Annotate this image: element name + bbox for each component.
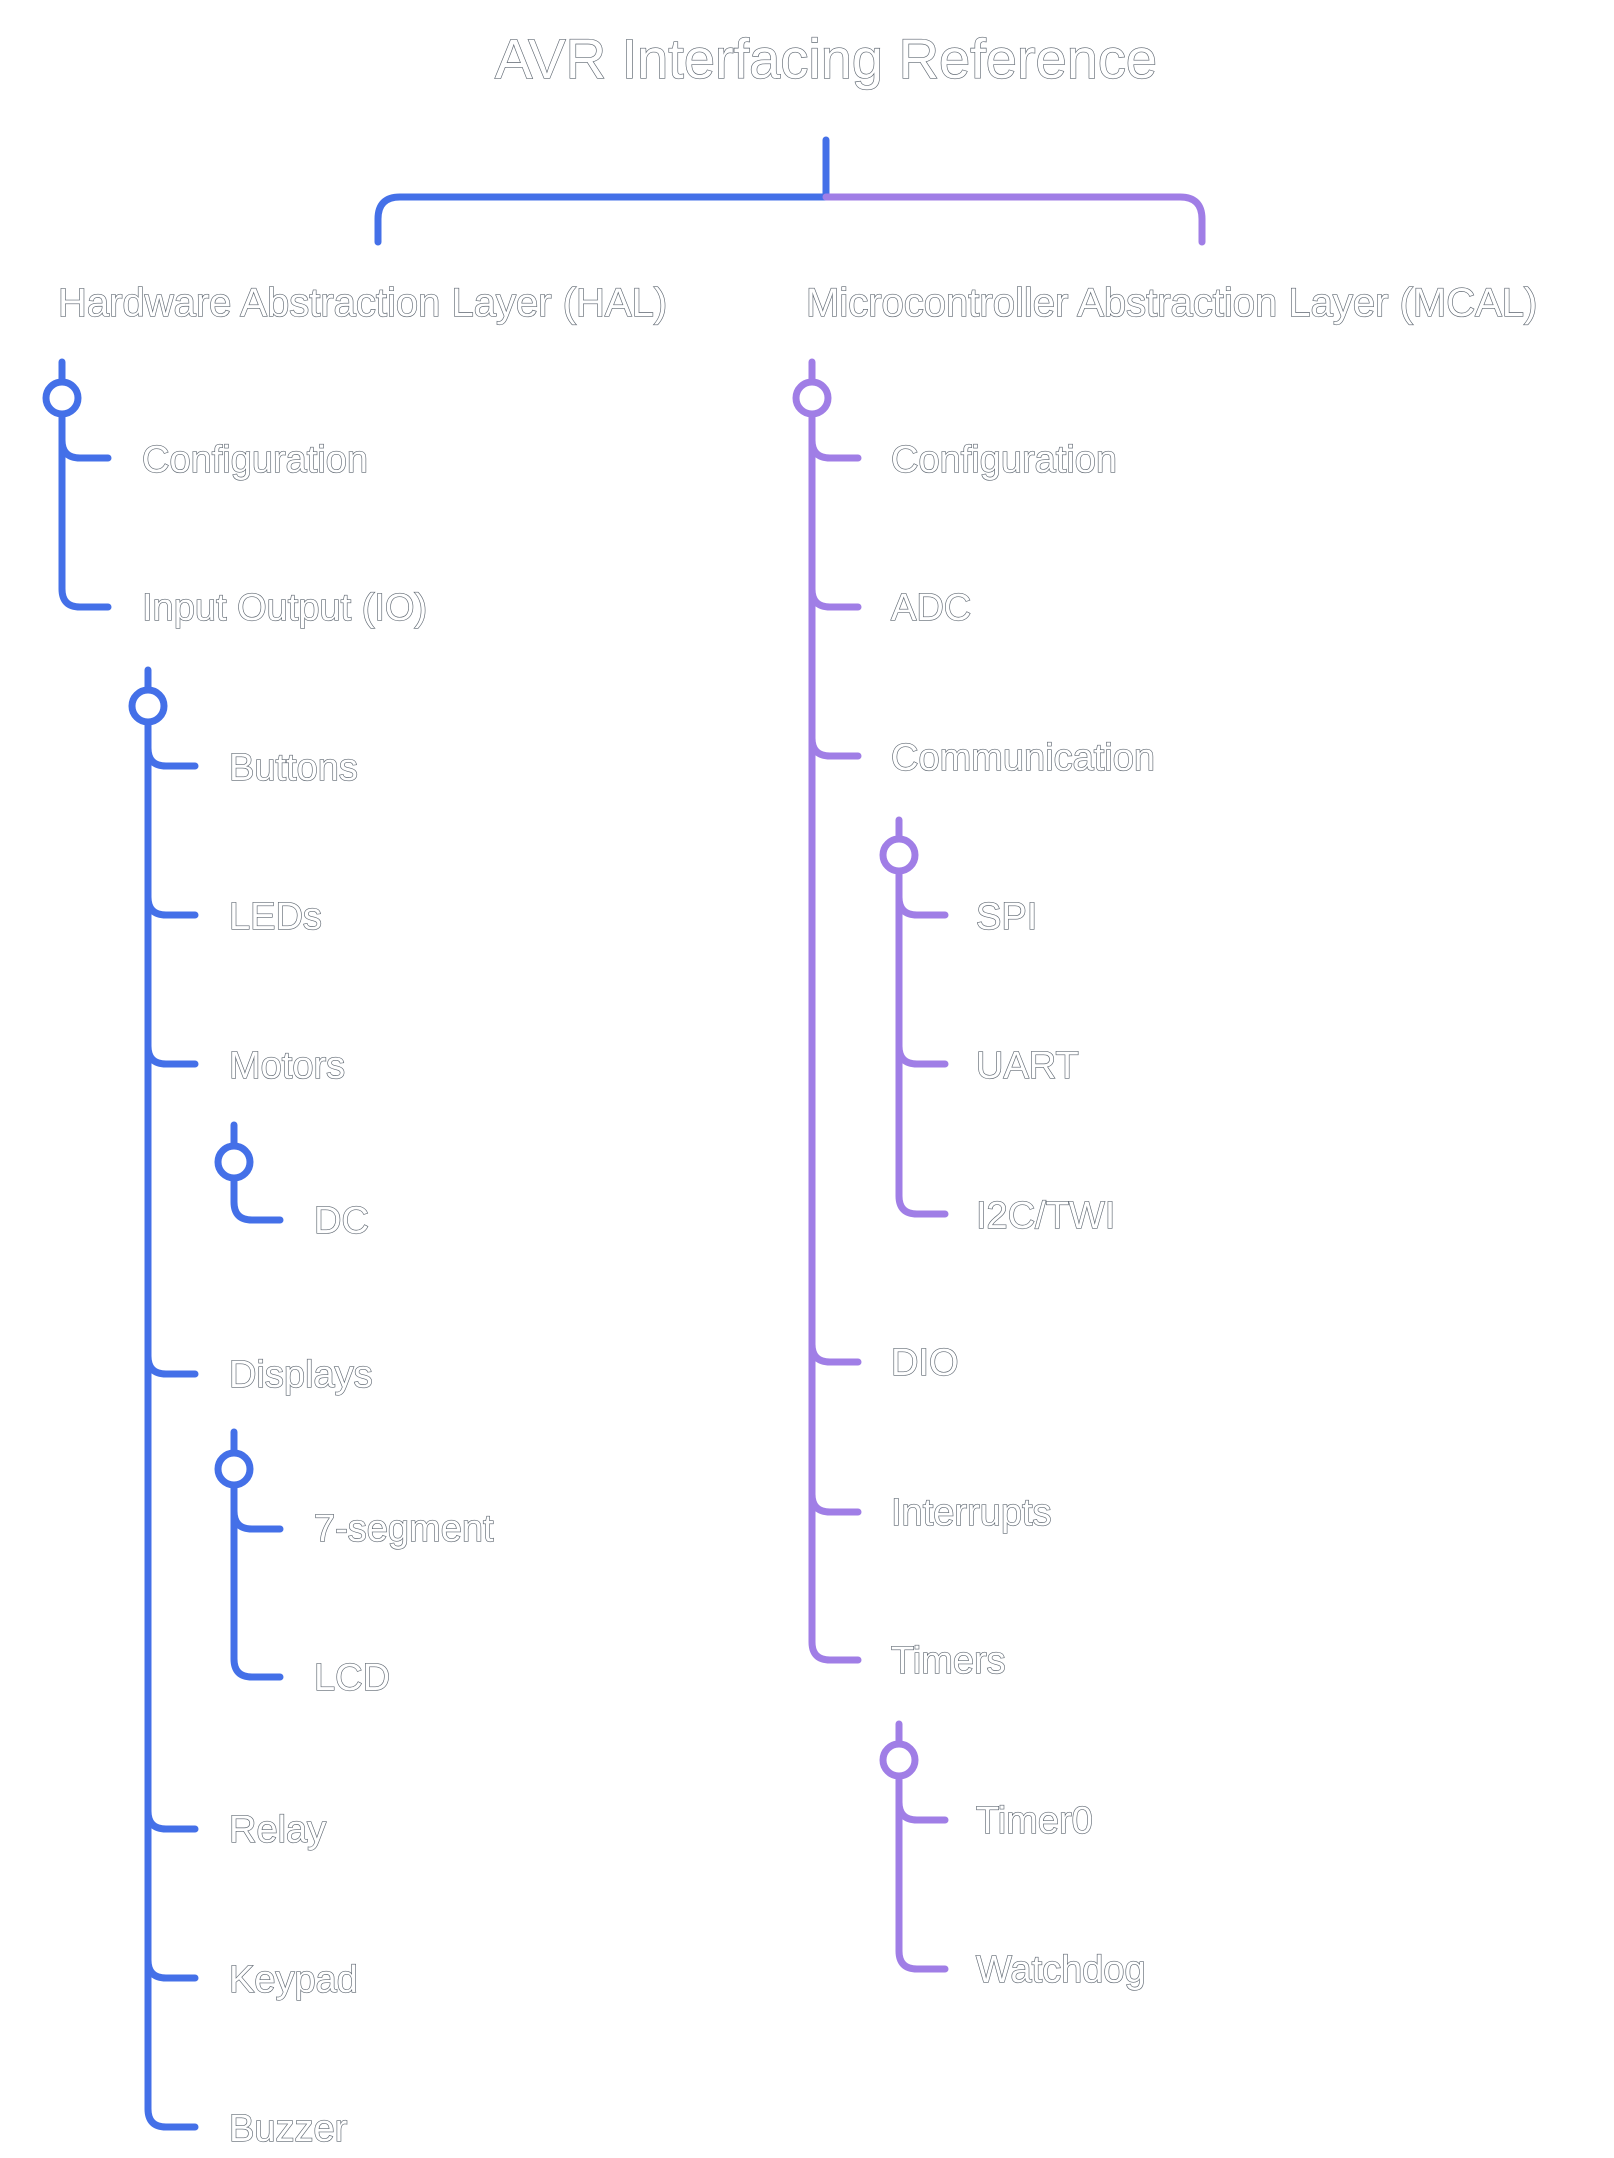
tree-lines xyxy=(42,358,949,2131)
hal-root-branch-connector xyxy=(58,358,112,611)
mcal-item-configuration: Configuration xyxy=(891,439,1117,481)
hal-io-buttons: Buttons xyxy=(229,747,358,789)
hal-io-relay: Relay xyxy=(229,1809,326,1851)
mcal-comm-spi: SPI xyxy=(976,896,1037,938)
mcal-item-timers: Timers xyxy=(891,1640,1006,1682)
hal-io-leds: LEDs xyxy=(229,896,322,938)
hal-motor-dc: DC xyxy=(314,1200,369,1242)
mcal-timer-watchdog: Watchdog xyxy=(976,1949,1146,1991)
hal-displays-branch-connector xyxy=(230,1428,284,1681)
hal-root-branch-node xyxy=(42,378,82,418)
mcal-item-communication: Communication xyxy=(891,737,1155,779)
hal-branch: Configuration Input Output (IO) Buttons … xyxy=(141,438,494,2150)
hal-io-buzzer: Buzzer xyxy=(229,2108,348,2150)
hal-motors-branch-node xyxy=(214,1142,254,1182)
mcal-comm-branch-connector xyxy=(895,816,949,1218)
hal-display-7segment: 7-segment xyxy=(314,1508,494,1550)
mcal-root-branch-node xyxy=(792,378,832,418)
hal-io-branch-connector xyxy=(144,666,199,2131)
mcal-item-dio: DIO xyxy=(891,1342,959,1384)
mcal-item-interrupts: Interrupts xyxy=(891,1492,1052,1534)
mcal-comm-uart: UART xyxy=(976,1045,1079,1087)
mcal-section-title: Microcontroller Abstraction Layer (MCAL) xyxy=(806,281,1537,325)
hal-io-motors: Motors xyxy=(229,1045,345,1087)
mcal-timer-timer0: Timer0 xyxy=(976,1800,1093,1842)
hal-motors-branch-connector xyxy=(230,1121,284,1224)
hal-io-branch-node xyxy=(128,686,168,726)
hal-item-configuration: Configuration xyxy=(142,439,368,481)
mcal-branch: Configuration ADC Communication SPI UART… xyxy=(890,438,1155,1991)
hal-section-title: Hardware Abstraction Layer (HAL) xyxy=(58,281,667,325)
hal-io-displays: Displays xyxy=(229,1354,373,1396)
mcal-item-adc: ADC xyxy=(891,587,971,629)
hal-display-lcd: LCD xyxy=(314,1657,390,1699)
mcal-timers-branch-node xyxy=(879,1740,919,1780)
hal-item-input-output: Input Output (IO) xyxy=(142,587,427,629)
diagram-title: AVR Interfacing Reference xyxy=(495,27,1157,90)
mcal-comm-i2c: I2C/TWI xyxy=(976,1195,1115,1237)
root-connector xyxy=(374,136,1206,246)
mcal-comm-branch-node xyxy=(879,835,919,875)
hal-displays-branch-node xyxy=(214,1449,254,1489)
mcal-root-branch-connector xyxy=(808,358,862,1664)
mcal-timers-branch-connector xyxy=(895,1720,949,1973)
hal-io-keypad: Keypad xyxy=(229,1959,358,2001)
